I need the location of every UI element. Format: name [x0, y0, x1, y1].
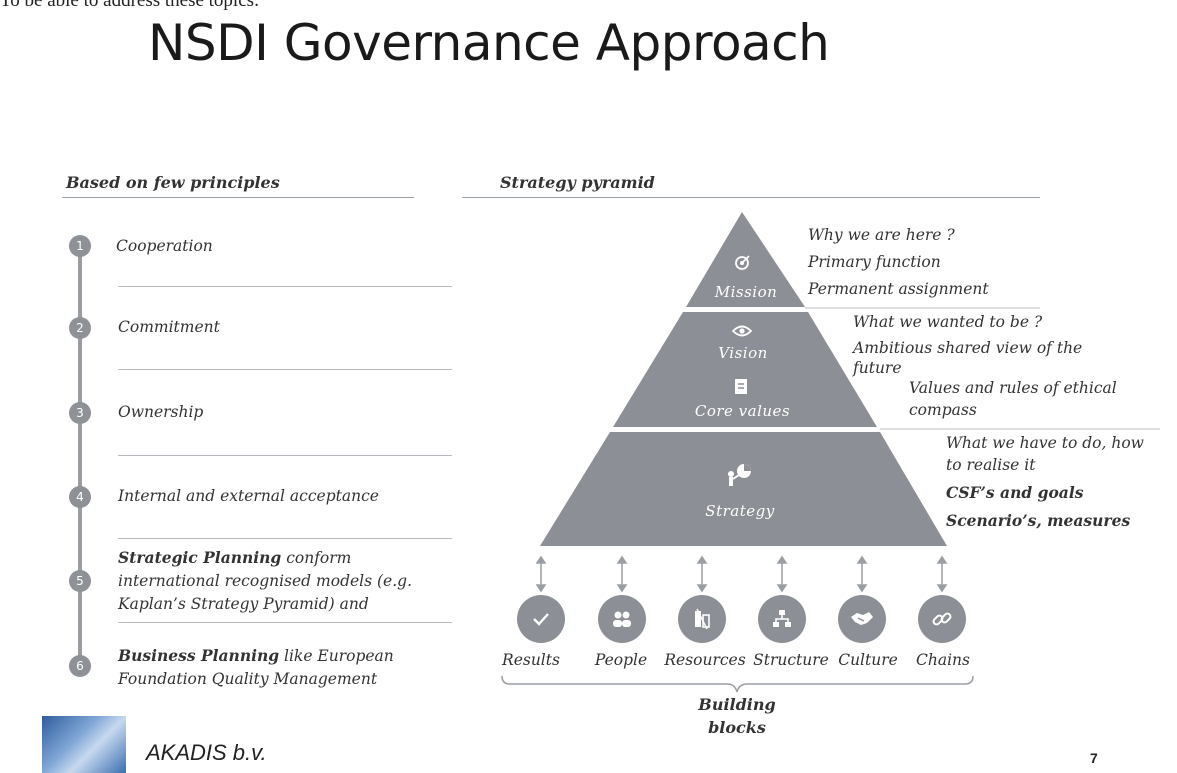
principle-number-1: 1 — [69, 235, 91, 257]
pyramid-mission-label: Mission — [714, 283, 778, 301]
pyramid-strategy-label: Strategy — [705, 502, 775, 520]
values-note-1: Values and rules of ethical — [909, 379, 1117, 397]
block-label-culture: Culture — [838, 651, 898, 669]
principle-acceptance: Internal and external acceptance — [118, 487, 379, 505]
org-chart-icon — [758, 595, 806, 643]
checkmark-icon — [517, 595, 565, 643]
strategy-note-2: to realise it — [946, 456, 1036, 474]
strategy-note-1: What we have to do, how — [946, 434, 1144, 452]
principles-heading: Based on few principles — [66, 173, 280, 192]
principle-commitment: Commitment — [118, 318, 220, 336]
mission-note-2: Primary function — [808, 253, 941, 271]
principle-cooperation: Cooperation — [116, 237, 213, 255]
cut-off-heading: To be able to address these topics: — [0, 0, 260, 11]
pyramid-strategy-tier — [540, 432, 947, 546]
building-blocks-caption-line2: blocks — [708, 718, 766, 737]
page-number: 7 — [1090, 750, 1098, 766]
presentation-icon — [722, 462, 758, 492]
principle-number-3: 3 — [69, 402, 91, 424]
link-icon — [918, 595, 966, 643]
building-blocks-bracket — [501, 675, 974, 693]
company-logo — [42, 716, 126, 773]
principle-divider — [118, 455, 452, 456]
pyramid-vision-label: Vision — [718, 344, 768, 362]
people-icon — [598, 595, 646, 643]
principle-divider — [118, 369, 452, 370]
principle-strategic-planning-bold: Strategic Planning — [118, 548, 282, 567]
pyramid-vision-tier — [613, 312, 877, 427]
company-name: AKADIS b.v. — [146, 740, 267, 765]
strategy-note-csf: CSF’s and goals — [946, 483, 1084, 502]
block-label-structure: Structure — [753, 651, 829, 669]
eye-icon — [730, 323, 754, 342]
resources-icon — [678, 595, 726, 643]
principle-number-2: 2 — [69, 317, 91, 339]
document-icon — [732, 378, 750, 399]
pyramid-heading: Strategy pyramid — [500, 173, 655, 192]
block-arrows — [535, 555, 948, 593]
principle-divider — [118, 622, 452, 623]
building-blocks-caption-line1: Building — [698, 695, 776, 714]
principle-business-planning: Business Planning like European Foundati… — [118, 644, 438, 691]
principle-strategic-planning: Strategic Planning conform international… — [118, 546, 438, 616]
building-blocks-caption: Building blocks — [677, 693, 797, 739]
handshake-icon — [838, 595, 886, 643]
pyramid-heading-rule — [462, 197, 1040, 198]
principle-divider — [118, 538, 452, 539]
target-icon — [730, 254, 754, 276]
principle-business-planning-bold: Business Planning — [118, 646, 280, 665]
block-label-people: People — [594, 651, 648, 669]
principle-number-6: 6 — [69, 655, 91, 677]
principle-divider — [118, 286, 452, 287]
pyramid-core-values-label: Core values — [694, 402, 791, 420]
principle-number-4: 4 — [69, 486, 91, 508]
strategy-note-scenarios: Scenario’s, measures — [946, 511, 1131, 530]
principle-ownership: Ownership — [118, 403, 204, 421]
mission-note-1: Why we are here ? — [808, 226, 955, 244]
vision-note-1: What we wanted to be ? — [853, 313, 1043, 331]
mission-note-3: Permanent assignment — [808, 280, 989, 298]
block-label-chains: Chains — [916, 651, 970, 669]
vision-note-3: future — [853, 359, 902, 377]
block-label-resources: Resources — [664, 651, 746, 669]
vision-note-2: Ambitious shared view of the — [853, 339, 1083, 357]
principle-business-planning-text: like European Foundation Quality Managem… — [118, 647, 394, 688]
principle-strategic-planning-text: conform international recognised models … — [118, 549, 412, 613]
principles-timeline — [78, 246, 82, 666]
principle-number-5: 5 — [69, 570, 91, 592]
principles-heading-rule — [62, 197, 414, 198]
page-title: NSDI Governance Approach — [148, 14, 830, 72]
block-label-results: Results — [502, 651, 560, 669]
values-note-2: compass — [909, 401, 977, 419]
